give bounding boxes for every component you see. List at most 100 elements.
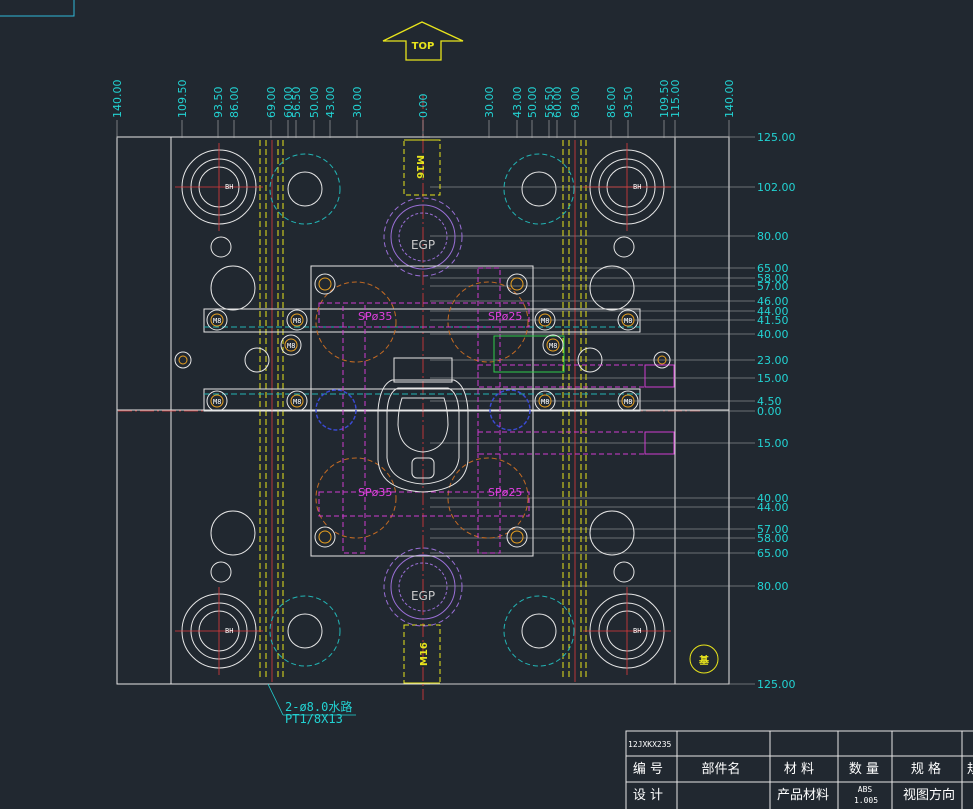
top-dimension-label: 30.00	[483, 87, 496, 119]
top-dimension-label: 109.50	[658, 80, 671, 119]
top-dimension-label: 93.50	[212, 87, 225, 119]
m16-label-top: M16	[414, 155, 425, 179]
m16-slot-bottom	[403, 624, 441, 684]
m8-label: M8	[213, 398, 221, 406]
top-dimension-label: 109.50	[176, 80, 189, 119]
bh-label: BH	[225, 183, 233, 191]
return-pin-cores	[287, 171, 557, 649]
top-dimension-label: 93.50	[622, 87, 635, 119]
svg-text:编 号: 编 号	[633, 762, 663, 777]
ejector-plates	[203, 265, 641, 557]
bh-guide-pin: BH	[583, 587, 671, 675]
right-dimension-label: 58.00	[757, 532, 789, 545]
top-dimension-label: 60.00	[282, 87, 295, 119]
top-dimension-label: 50.00	[526, 87, 539, 119]
top-dimension-label: 69.00	[569, 87, 582, 119]
top-dimension-label: 140.00	[723, 80, 736, 119]
egp-label-bottom: EGP	[411, 589, 435, 603]
water-label-1: 2-ø8.0水路	[285, 699, 352, 714]
m8-screw: M8	[542, 334, 564, 356]
right-dimension-label: 57.00	[757, 523, 789, 536]
right-dimension-label: 15.00	[757, 372, 789, 385]
top-dimension-label: 86.00	[605, 87, 618, 119]
svg-text:1.005: 1.005	[854, 796, 878, 805]
bh-label: BH	[225, 627, 233, 635]
m8-screw	[314, 526, 336, 548]
svg-text:规: 规	[967, 762, 973, 777]
top-dimension-label: 56.50	[290, 87, 303, 119]
product-cavity	[377, 379, 469, 493]
drawing-number: 12JXKX235	[628, 740, 672, 749]
svg-text:材 料: 材 料	[784, 762, 814, 777]
top-dimension-label: 115.00	[669, 80, 682, 119]
datum-stamp: 基	[689, 644, 719, 674]
top-dimension-label: 43.00	[324, 87, 337, 119]
water-label-2: PT1/8X13	[285, 712, 343, 726]
m8-label: M8	[213, 317, 221, 325]
bh-guide-pin: BH	[583, 143, 671, 231]
right-dimension-label: 44.00	[757, 305, 789, 318]
m16-slot-top	[403, 139, 441, 196]
egp-bottom: EGP	[383, 547, 463, 627]
sp25-label-bottom: SPø25	[488, 486, 522, 499]
m8-screw: M8	[534, 309, 556, 331]
svg-text:数 量: 数 量	[849, 762, 879, 777]
right-dimension-label: 44.00	[757, 501, 789, 514]
top-dimension-label: 86.00	[228, 87, 241, 119]
egp-top: EGP	[383, 197, 463, 277]
top-dimension-label: 56.50	[543, 87, 556, 119]
cooling-rings	[315, 281, 529, 539]
svg-text:设 计: 设 计	[633, 788, 663, 803]
m8-label: M8	[549, 342, 557, 350]
top-dimension-label: 50.00	[308, 87, 321, 119]
bh-guide-pin: BH	[175, 587, 263, 675]
svg-text:规 格: 规 格	[911, 761, 941, 777]
top-dimension-label: 60.00	[551, 87, 564, 119]
m8-screw: M8	[617, 390, 639, 412]
return-pins	[269, 153, 575, 667]
bh-label: BH	[633, 627, 641, 635]
right-dimension-label: 125.00	[757, 678, 796, 691]
m8-screw: M8	[286, 309, 308, 331]
blue-bushings	[315, 389, 531, 431]
top-dimension-label: 30.00	[351, 87, 364, 119]
m8-label: M8	[541, 398, 549, 406]
right-dimension-label: 41.50	[757, 314, 789, 327]
m8-label: M8	[541, 317, 549, 325]
m8-label: M8	[624, 398, 632, 406]
top-dimension-label: 69.00	[265, 87, 278, 119]
right-dimension-label: 57.00	[757, 280, 789, 293]
m8-label: M8	[624, 317, 632, 325]
m8-screw: M8	[617, 309, 639, 331]
svg-text:视图方向: 视图方向	[903, 787, 955, 803]
top-dimension-label: 140.00	[111, 80, 124, 119]
m8-screw	[314, 273, 336, 295]
m8-screw: M8	[534, 390, 556, 412]
m16-label-bottom: M16	[419, 642, 430, 666]
m8-screw: M8	[206, 390, 228, 412]
top-arrow-marker: TOP	[382, 21, 464, 61]
m8-screw	[506, 526, 528, 548]
sp25-label-top: SPø25	[488, 310, 522, 323]
ec-left	[174, 351, 192, 369]
guide-rails	[259, 140, 587, 680]
m8-screw: M8	[206, 309, 228, 331]
right-dimension-label: 102.00	[757, 181, 796, 194]
right-dimension-label: 40.00	[757, 492, 789, 505]
m8-screw	[506, 273, 528, 295]
title-block: 12JXKX235 编 号 部件名 材 料 数 量 规 格 规 设 计 产品材料…	[625, 730, 973, 809]
right-dimension-label: 80.00	[757, 230, 789, 243]
svg-text:ABS: ABS	[858, 785, 873, 794]
m8-label: M8	[293, 398, 301, 406]
right-dimension-label: 125.00	[757, 131, 796, 144]
m8-label: M8	[287, 342, 295, 350]
right-dimension-label: 0.00	[757, 405, 782, 418]
top-dimension-label: 43.00	[511, 87, 524, 119]
svg-text:基: 基	[698, 654, 710, 667]
top-dimension-label: 0.00	[417, 94, 430, 119]
right-dimension-label: 23.00	[757, 354, 789, 367]
right-dimension-label: 46.00	[757, 295, 789, 308]
right-dimension-label: 4.50	[757, 395, 782, 408]
right-dimension-label: 40.00	[757, 328, 789, 341]
